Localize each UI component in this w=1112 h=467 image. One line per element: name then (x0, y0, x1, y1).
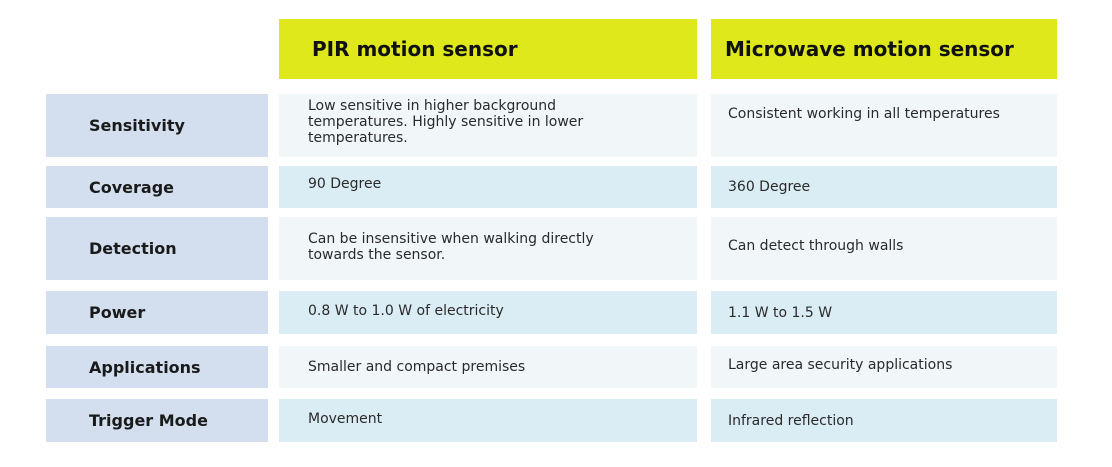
cell-microwave-coverage: 360 Degree (711, 166, 1057, 208)
row-label-trigger-mode: Trigger Mode (46, 399, 268, 442)
cell-text: Smaller and compact premises (308, 359, 526, 375)
row-label-power: Power (46, 291, 268, 334)
cell-text: Large area security applications (728, 357, 953, 373)
cell-microwave-detection: Can detect through walls (711, 217, 1057, 280)
cell-text: Consistent working in all temperatures (728, 106, 1000, 122)
cell-pir-coverage: 90 Degree (279, 166, 697, 208)
cell-text: 0.8 W to 1.0 W of electricity (308, 303, 504, 319)
cell-microwave-trigger-mode: Infrared reflection (711, 399, 1057, 442)
cell-text: Movement (308, 411, 383, 427)
cell-microwave-applications: Large area security applications (711, 346, 1057, 388)
cell-pir-detection: Can be insensitive when walking directly… (279, 217, 697, 280)
cell-microwave-power: 1.1 W to 1.5 W (711, 291, 1057, 334)
cell-text: Can be insensitive when walking directly… (308, 231, 594, 263)
header-pir-sensor: PIR motion sensor (279, 19, 697, 79)
cell-text: Can detect through walls (728, 238, 904, 254)
cell-text: Low sensitive in higher background tempe… (308, 98, 584, 146)
cell-pir-trigger-mode: Movement (279, 399, 697, 442)
cell-text: Infrared reflection (728, 412, 854, 429)
header-microwave-sensor: Microwave motion sensor (711, 19, 1057, 79)
row-label-detection: Detection (46, 217, 268, 280)
row-label-coverage: Coverage (46, 166, 268, 208)
cell-microwave-sensitivity: Consistent working in all temperatures (711, 94, 1057, 157)
cell-pir-power: 0.8 W to 1.0 W of electricity (279, 291, 697, 334)
cell-pir-sensitivity: Low sensitive in higher background tempe… (279, 94, 697, 157)
cell-pir-applications: Smaller and compact premises (279, 346, 697, 388)
cell-text: 360 Degree (728, 179, 811, 195)
row-label-sensitivity: Sensitivity (46, 94, 268, 157)
cell-text: 90 Degree (308, 176, 382, 192)
cell-text: 1.1 W to 1.5 W (728, 304, 833, 321)
row-label-applications: Applications (46, 346, 268, 388)
